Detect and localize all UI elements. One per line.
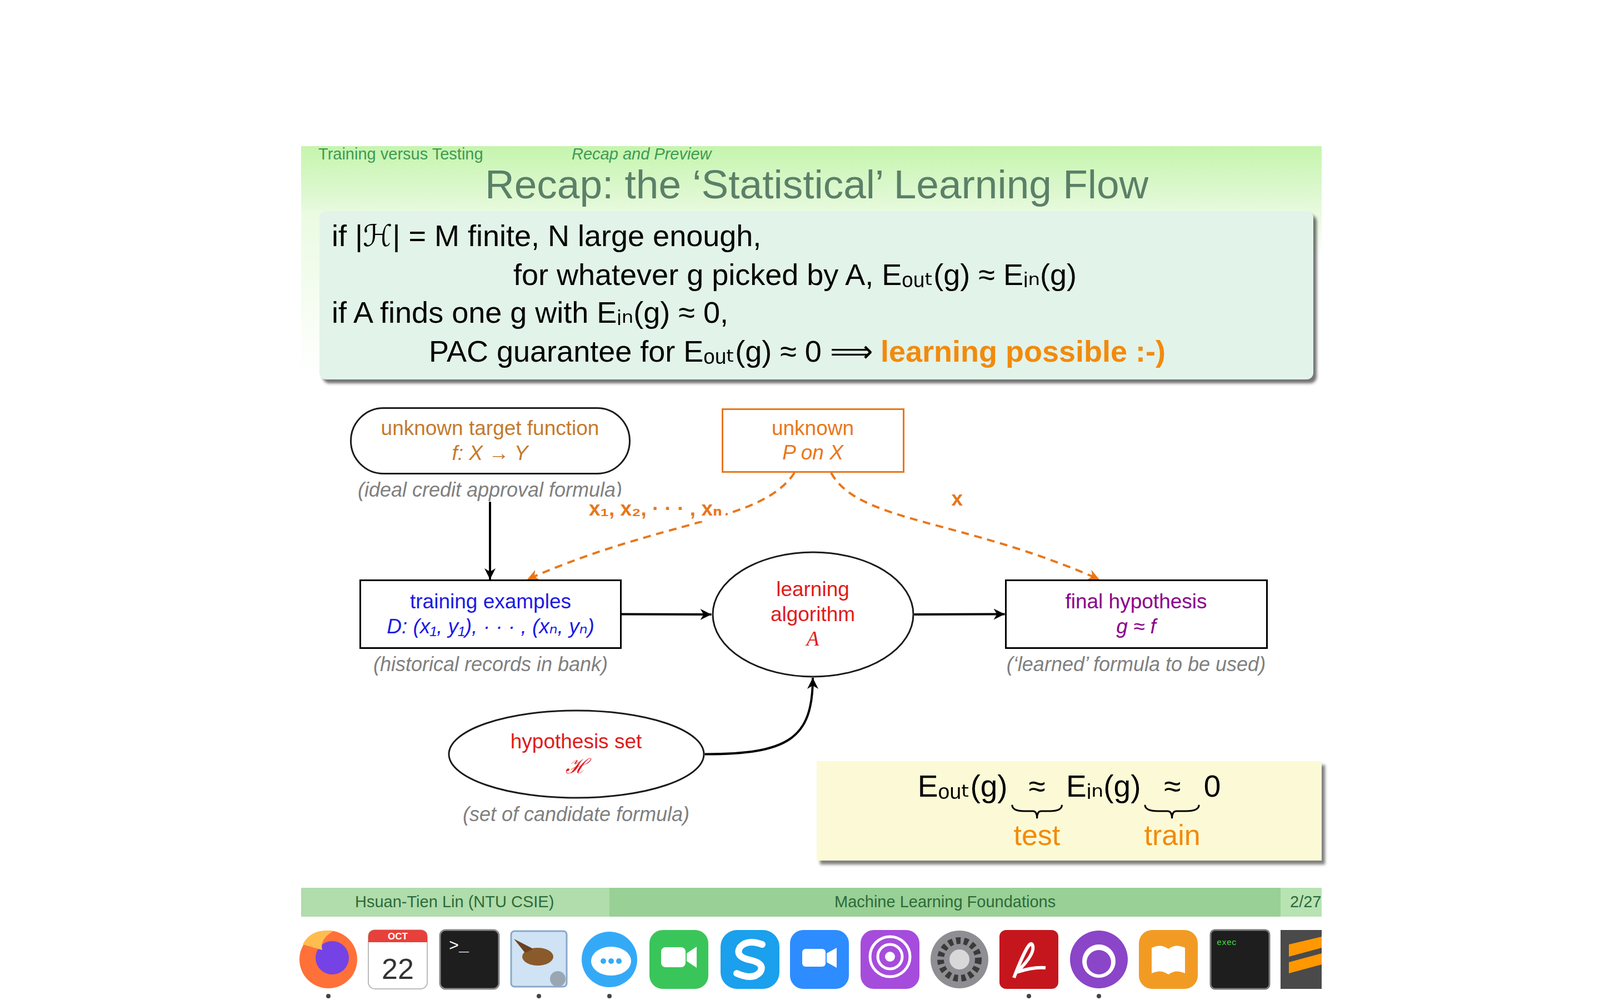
node-formula: g ≈ f: [1116, 614, 1157, 639]
flow-arrow: [914, 613, 1005, 617]
calendar-day: 22: [381, 954, 414, 984]
edge-label: x: [948, 486, 967, 512]
skype-icon: [720, 930, 780, 989]
curly-brace: [1011, 803, 1063, 820]
running-dots: [326, 993, 1102, 999]
sublime-icon: [1280, 930, 1322, 989]
ellipse-shape: [448, 710, 704, 798]
node-box: final hypothesisg ≈ f: [1005, 579, 1268, 649]
statement-line: for whatever g picked by A, Eₒᵤₜ(g) ≈ Eᵢ…: [513, 256, 1077, 293]
node-box: training examplesD: (x₁, y₁), · · · , (x…: [359, 579, 622, 649]
flow-arrow: [705, 677, 814, 755]
equation-term: 0: [1203, 768, 1222, 804]
flow-arrow: [621, 613, 712, 617]
equation-term: ≈: [1028, 768, 1045, 804]
terminal-prompt: >_: [448, 937, 469, 955]
messages-icon: [581, 931, 638, 988]
ellipse-outline: [447, 709, 705, 799]
distribution-node: unknownP on X: [721, 408, 905, 473]
section-name: Training versus Testing: [318, 144, 484, 164]
podcasts-icon: [860, 930, 920, 989]
equation-panel: Eₒᵤₜ(g) ≈ Eᵢₙ(g) ≈0 test train: [816, 761, 1322, 861]
node-heading: final hypothesis: [1065, 589, 1207, 614]
node-caption: (historical records in bank): [373, 652, 608, 677]
brace-path: [1012, 805, 1063, 819]
footer-course: Machine Learning Foundations: [834, 892, 1056, 912]
statement-panel: if |ℋ| = M finite, N large enough,for wh…: [319, 211, 1314, 380]
facetime-icon: [649, 930, 709, 989]
node-heading: unknown target function: [381, 416, 600, 441]
brace-label: test: [1013, 819, 1060, 852]
brace-path: [1145, 805, 1200, 819]
ellipse-shape: [712, 552, 914, 677]
final-hypothesis-node: final hypothesisg ≈ f (‘learned’ formula …: [1005, 579, 1268, 677]
preview-icon: [511, 931, 567, 987]
brace-label: train: [1143, 819, 1200, 852]
statement-line: if |ℋ| = M finite, N large enough,: [331, 217, 762, 254]
target-function-node: unknown target functionf: X → Y(ideal cr…: [350, 407, 631, 502]
statement-line: if A finds one g with Eᵢₙ(g) ≈ 0,: [331, 294, 729, 330]
calendar-month: OCT: [387, 931, 408, 942]
node-stadium: unknown target functionf: X → Y: [350, 407, 631, 475]
zoom-icon: [790, 930, 849, 989]
github-icon: [1070, 930, 1128, 989]
highlight-text: learning possible :-): [880, 333, 1166, 369]
exec-terminal-icon: [1210, 930, 1270, 989]
node-heading: training examples: [410, 589, 572, 614]
exec-label: exec: [1216, 938, 1237, 948]
node-box: unknownP on X: [721, 408, 905, 473]
node-formula: ℋ: [565, 754, 588, 779]
books-icon: [1138, 930, 1198, 989]
node-formula: A: [806, 626, 820, 652]
node-ellipse: learning algorithmA: [711, 551, 915, 678]
node-heading: unknown: [771, 416, 854, 441]
curly-brace: [1143, 803, 1200, 820]
edge-label: x₁, x₂, · · · , xₙ: [585, 496, 726, 522]
node-caption: (set of candidate formula): [462, 802, 690, 827]
terminal-icon: [440, 930, 499, 989]
page-number: 2/27: [1290, 892, 1322, 912]
slide-title: Recap: the ‘Statistical’ Learning Flow: [485, 161, 1149, 208]
system-preferences-icon: [930, 930, 989, 989]
calendar-icon: [368, 930, 428, 989]
learning-algorithm-node: learning algorithmA: [711, 551, 915, 678]
node-caption: (‘learned’ formula to be used): [1006, 652, 1266, 677]
node-ellipse: hypothesis setℋ: [447, 709, 705, 799]
statement-line: PAC guarantee for Eₒᵤₜ(g) ≈ 0 ⟹: [428, 333, 873, 369]
node-formula: D: (x₁, y₁), · · · , (xₙ, yₙ): [386, 614, 594, 639]
equation-term: Eₒᵤₜ(g): [917, 768, 1008, 804]
equation-term: Eᵢₙ(g): [1066, 768, 1141, 804]
node-formula: f: X → Y: [451, 441, 528, 466]
equation-term: ≈: [1163, 768, 1181, 804]
subsection-name: Recap and Preview: [571, 144, 712, 164]
acrobat-icon: [999, 930, 1059, 989]
footer-author: Hsuan-Tien Lin (NTU CSIE): [355, 892, 554, 912]
node-heading: hypothesis set: [510, 729, 643, 754]
node-heading: learning algorithm: [748, 577, 877, 627]
firefox-icon: [299, 930, 358, 989]
node-formula: P on X: [782, 440, 844, 465]
training-examples-node: training examplesD: (x₁, y₁), · · · , (x…: [359, 579, 622, 677]
equation-grid: Eₒᵤₜ(g) ≈ Eᵢₙ(g) ≈0 test train: [917, 768, 1221, 852]
node-caption: (ideal credit approval formula): [357, 477, 623, 502]
hypothesis-set-node: hypothesis setℋ (set of candidate formula…: [447, 709, 705, 827]
flow-arrow: [488, 501, 492, 580]
